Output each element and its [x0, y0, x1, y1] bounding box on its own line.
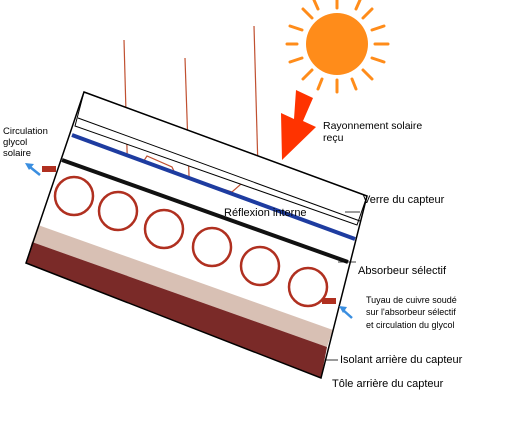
copper-tube	[53, 175, 95, 217]
glycol-outlet-pipe	[42, 166, 56, 172]
tole-label: Tôle arrière du capteur	[332, 378, 444, 390]
tuyau-label: Tuyau de cuivre soudé sur l'absorbeur sé…	[366, 295, 459, 330]
isolant-label: Isolant arrière du capteur	[340, 354, 463, 366]
rayonnement-label: Rayonnement solaire reçu	[323, 120, 425, 144]
collector-frame	[25, 91, 368, 380]
circulation-label: Circulation glycol solaire	[3, 126, 51, 159]
copper-tubes	[53, 175, 329, 308]
incoming-radiation-arrow-icon	[281, 90, 316, 160]
glycol-outlet-arrow-icon	[25, 163, 41, 176]
reflexion-label: Réflexion interne	[224, 207, 307, 219]
copper-tube	[191, 226, 233, 268]
copper-tube	[97, 190, 139, 232]
absorber-plate	[61, 158, 349, 264]
glass-blue-line	[71, 133, 356, 241]
rear-sheet	[26, 242, 327, 378]
copper-tube	[287, 266, 329, 308]
rear-insulation	[32, 225, 333, 347]
copper-tube	[239, 245, 281, 287]
copper-tube	[143, 208, 185, 250]
verre-label: Verre du capteur	[363, 194, 445, 206]
glycol-inlet-pipe	[322, 298, 336, 304]
absorbeur-label: Absorbeur sélectif	[358, 265, 447, 277]
solar-collector	[25, 91, 368, 380]
sun-icon	[285, 0, 390, 94]
glycol-inlet-arrow-icon	[339, 306, 353, 319]
